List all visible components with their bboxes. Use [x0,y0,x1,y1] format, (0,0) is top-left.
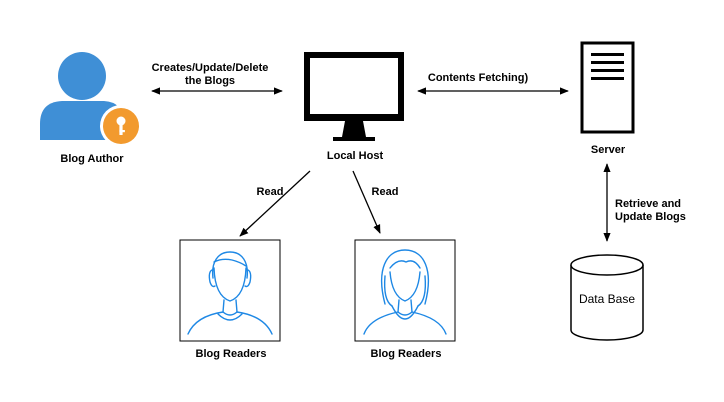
database-label: Data Base [579,292,635,306]
author-localhost-label-line2: the Blogs [185,75,235,87]
read-right-label: Read [372,186,399,198]
reader-female-icon [363,249,447,335]
reader-male-icon [187,251,273,335]
blog-author-icon [40,52,142,147]
server-database-label-line2: Update Blogs [615,211,686,223]
server-icon [580,41,635,134]
localhost-reader-right-arrow [352,170,381,234]
local-host-label: Local Host [327,150,384,162]
blog-reader-male-card [179,239,281,342]
server-database-label-line1: Retrieve and [615,198,681,210]
server-label: Server [591,144,626,156]
database-icon [570,254,644,341]
blog-author-label: Blog Author [60,153,124,165]
author-localhost-label-line1: Creates/Update/Delete [152,62,269,74]
read-left-label: Read [257,186,284,198]
localhost-server-label: Contents Fetching) [428,72,529,84]
local-host-monitor-icon [304,52,404,141]
blog-reader-female-card [354,239,456,342]
localhost-reader-left-arrow [239,170,311,237]
blog-reader-male-label: Blog Readers [196,348,267,360]
blog-reader-female-label: Blog Readers [371,348,442,360]
